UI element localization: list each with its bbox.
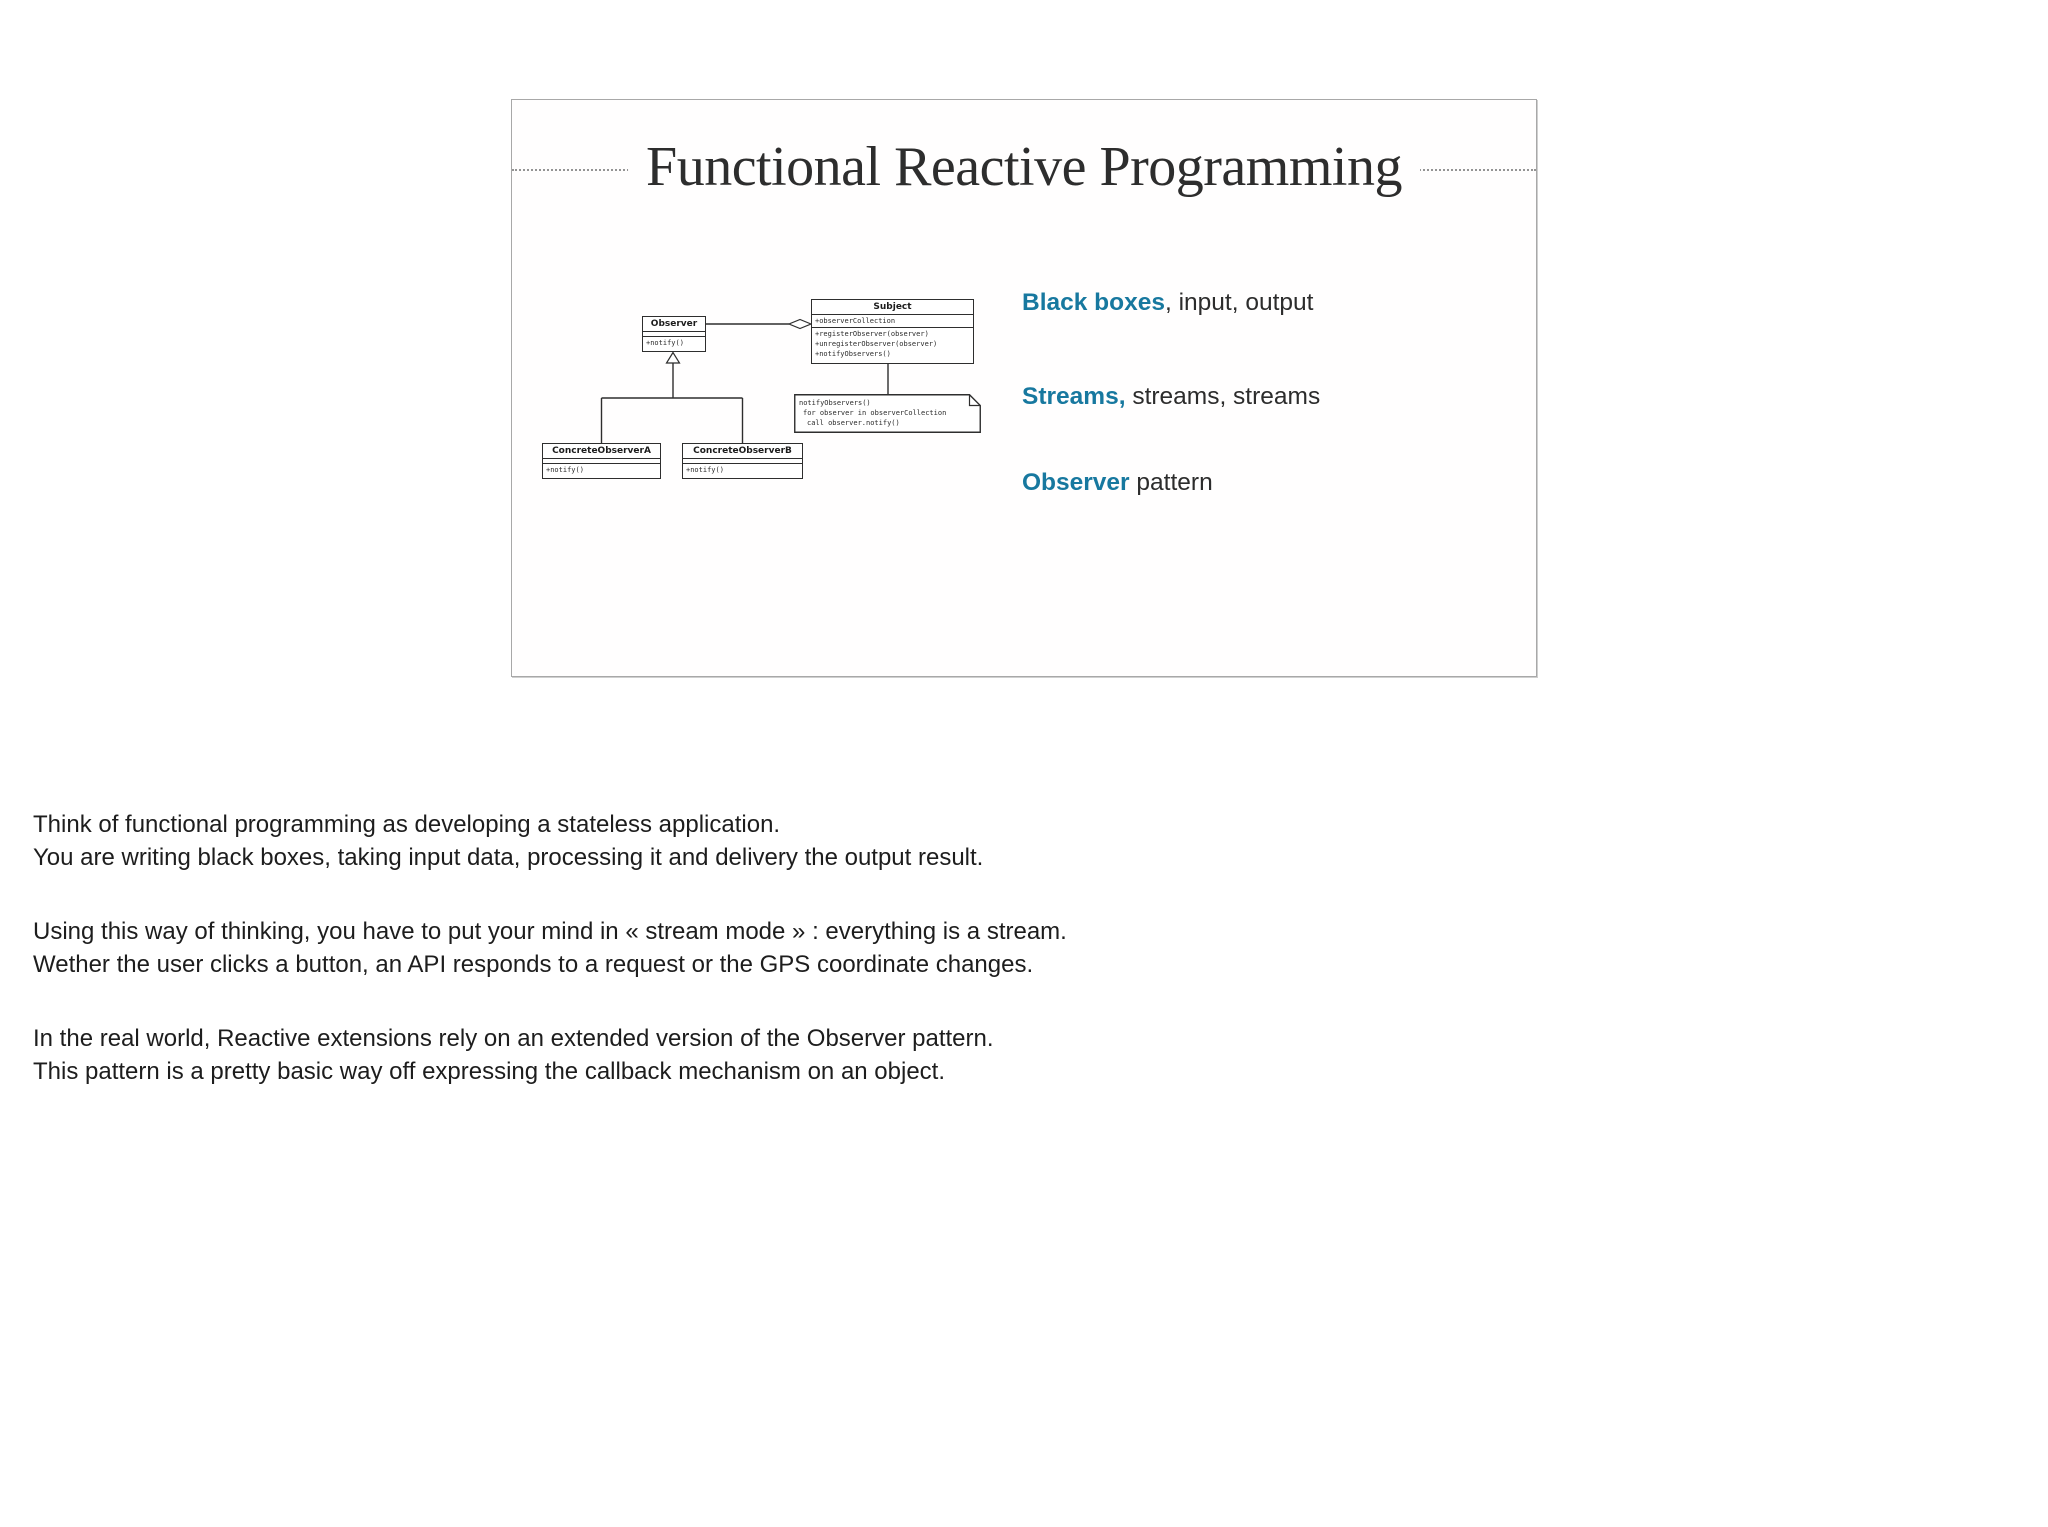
bullet-emphasis: Streams, [1022, 383, 1126, 410]
uml-class-concrete-observer-b: ConcreteObserverB +notify() [682, 443, 803, 479]
bullet-emphasis: Observer [1022, 469, 1130, 496]
class-name: Observer [643, 317, 705, 332]
uml-note: notifyObservers() for observer in observ… [794, 394, 981, 433]
bullet-observer-pattern: Observer pattern [1022, 469, 1213, 496]
notes-paragraph: Think of functional programming as devel… [33, 811, 984, 871]
class-name: Subject [812, 300, 973, 315]
presenter-notes: Think of functional programming as devel… [33, 808, 1433, 1129]
class-attributes [643, 332, 705, 337]
class-attributes: +observerCollection [812, 315, 973, 328]
note-text: notifyObservers() for observer in observ… [799, 399, 947, 427]
notes-paragraph: In the real world, Reactive extensions r… [33, 1025, 994, 1085]
class-methods: +notify() [646, 339, 684, 347]
bullet-rest: pattern [1129, 469, 1213, 496]
class-name: ConcreteObserverA [543, 444, 660, 459]
bullet-emphasis: Black boxes [1022, 289, 1165, 316]
slide-title: Functional Reactive Programming [628, 132, 1420, 202]
class-attributes [683, 459, 802, 464]
bullet-rest: streams, streams [1125, 383, 1321, 410]
bullet-rest: , input, output [1165, 289, 1314, 316]
notes-paragraph: Using this way of thinking, you have to … [33, 918, 1067, 978]
uml-class-observer: Observer +notify() [642, 316, 706, 352]
class-methods: +notify() [686, 466, 724, 474]
class-methods: +registerObserver(observer) +unregisterO… [815, 330, 938, 358]
inheritance-triangle-icon [665, 351, 681, 364]
uml-class-concrete-observer-a: ConcreteObserverA +notify() [542, 443, 661, 479]
bullet-streams: Streams, streams, streams [1022, 383, 1320, 410]
note-outline [794, 394, 981, 433]
class-name: ConcreteObserverB [683, 444, 802, 459]
aggregation-diamond-icon [787, 318, 813, 330]
class-attributes [543, 459, 660, 464]
uml-class-subject: Subject +observerCollection +registerObs… [811, 299, 974, 364]
class-methods: +notify() [546, 466, 584, 474]
slide-thumbnail: Functional Reactive Programming Observer [511, 99, 1537, 677]
bullet-black-boxes: Black boxes, input, output [1022, 289, 1313, 316]
